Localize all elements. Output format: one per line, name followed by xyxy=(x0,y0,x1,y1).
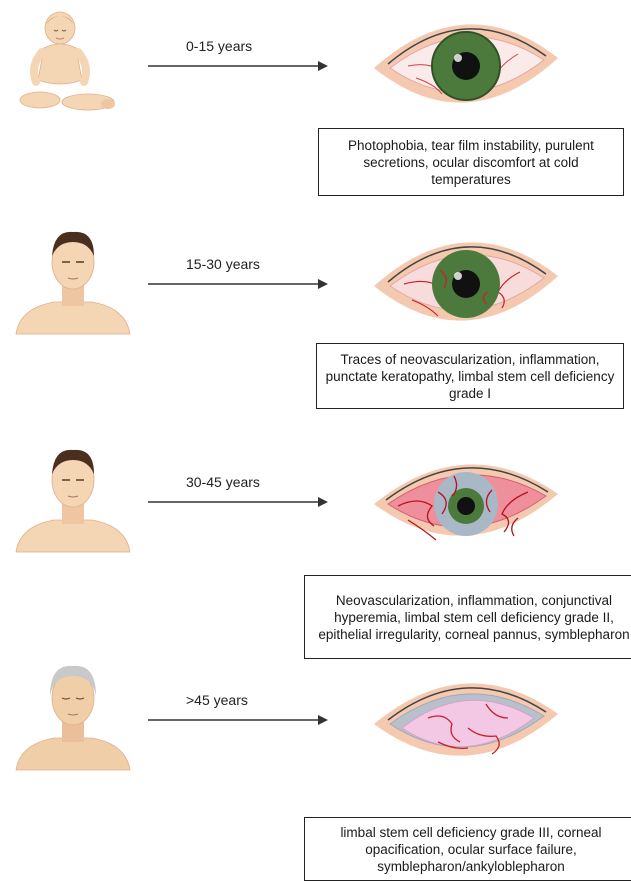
arrow-icon xyxy=(148,276,330,292)
stage-15-30: 15-30 years Traces of neovascularization… xyxy=(0,218,631,436)
age-label: 30-45 years xyxy=(186,474,260,490)
age-label: 15-30 years xyxy=(186,256,260,272)
arrow-icon xyxy=(148,712,330,728)
arrow-icon xyxy=(148,58,330,74)
age-label: 0-15 years xyxy=(186,38,252,54)
elderly-illustration xyxy=(10,662,136,772)
inflamed-eye-illustration xyxy=(368,440,564,558)
adult-illustration xyxy=(10,444,136,554)
stage-0-15: 0-15 years Photophobia, tear film instab… xyxy=(0,0,631,218)
early-neovascular-eye-illustration xyxy=(368,222,564,340)
young-adult-illustration xyxy=(10,226,136,336)
symptoms-box: Traces of neovascularization, inflammati… xyxy=(316,343,624,409)
symptoms-box: Neovascularization, inflammation, conjun… xyxy=(304,575,631,659)
stage-over-45: >45 years limbal stem cell deficiency gr… xyxy=(0,654,631,872)
symptoms-box: Photophobia, tear film instability, puru… xyxy=(318,128,624,196)
symptoms-box: limbal stem cell deficiency grade III, c… xyxy=(304,817,631,881)
age-label: >45 years xyxy=(186,692,248,708)
arrow-icon xyxy=(148,494,330,510)
infant-illustration xyxy=(10,8,136,118)
stage-30-45: 30-45 years Neovascularization, inflamma… xyxy=(0,436,631,654)
opacified-eye-illustration xyxy=(368,658,564,776)
healthy-eye-illustration xyxy=(368,4,564,122)
